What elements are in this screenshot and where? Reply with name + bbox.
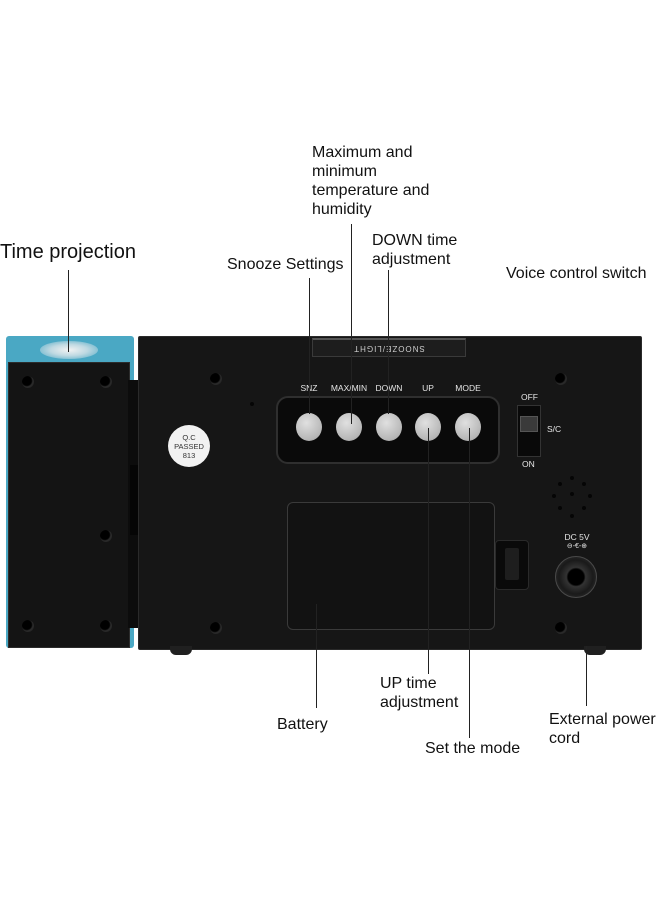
callout-battery: Battery	[277, 716, 328, 733]
callout-snooze-settings: Snooze Settings	[227, 256, 344, 273]
leader-snooze	[309, 278, 310, 414]
down-button[interactable]	[376, 413, 402, 441]
switch-off-label: OFF	[521, 392, 538, 402]
leader-time-projection	[68, 270, 69, 352]
callout-line: adjustment	[380, 694, 459, 711]
qc-passed-sticker: Q.C PASSED 813	[168, 425, 210, 467]
snz-button[interactable]	[296, 413, 322, 441]
leader-max-min	[351, 224, 352, 424]
speaker-hole	[552, 494, 556, 498]
battery-latch-tab[interactable]	[505, 548, 519, 580]
projector-hinge-joint	[130, 465, 140, 535]
up-button-label: UP	[422, 383, 434, 393]
speaker-hole	[588, 494, 592, 498]
leader-up	[428, 428, 429, 674]
qc-line: Q.C	[182, 432, 196, 442]
leader-power	[586, 646, 587, 706]
dc-5v-label: DC 5V ⊖-€-⊕	[556, 532, 598, 552]
speaker-hole	[558, 506, 562, 510]
projector-screw	[22, 376, 34, 388]
battery-compartment-door[interactable]	[287, 502, 495, 630]
callout-max-min: Maximum and minimum temperature and humi…	[312, 143, 429, 219]
projector-screw	[100, 620, 112, 632]
callout-line: Maximum and	[312, 144, 413, 161]
housing-pinhole	[250, 402, 254, 406]
speaker-hole	[570, 476, 574, 480]
voice-control-switch[interactable]	[520, 416, 538, 432]
projection-lens	[40, 341, 98, 359]
speaker-hole	[582, 482, 586, 486]
callout-time-projection: Time projection	[0, 241, 136, 263]
speaker-hole	[558, 482, 562, 486]
qc-line: 813	[182, 450, 196, 460]
speaker-hole	[570, 514, 574, 518]
projector-screw	[100, 376, 112, 388]
switch-sc-label: S/C	[547, 424, 562, 434]
dc-polarity-symbol: ⊖-€-⊕	[566, 543, 588, 550]
callout-line: External power	[549, 711, 656, 728]
projector-back-panel	[8, 362, 130, 648]
dc-power-jack[interactable]	[555, 556, 597, 598]
callout-set-mode: Set the mode	[425, 740, 521, 757]
callout-line: humidity	[312, 201, 372, 218]
switch-on-label: ON	[522, 459, 535, 469]
callout-line: DOWN time	[372, 232, 458, 249]
rubber-foot	[584, 646, 606, 655]
mode-button[interactable]	[455, 413, 481, 441]
callout-up-time: UP time adjustment	[380, 674, 458, 712]
callout-line: adjustment	[372, 251, 451, 268]
callout-line: minimum	[312, 163, 377, 180]
projector-screw	[22, 620, 34, 632]
housing-screw	[210, 622, 222, 634]
callout-external-power: External power cord	[549, 710, 656, 748]
callout-line: temperature and	[312, 182, 430, 199]
speaker-hole	[582, 506, 586, 510]
max-min-button-label: MAX/MIN	[330, 383, 368, 393]
housing-screw	[210, 373, 222, 385]
housing-screw	[555, 373, 567, 385]
leader-down	[388, 270, 389, 414]
max-min-button[interactable]	[336, 413, 362, 441]
mode-button-label: MODE	[455, 383, 481, 393]
projector-screw	[100, 530, 112, 542]
callout-line: cord	[549, 730, 581, 747]
leader-mode	[469, 428, 470, 738]
housing-screw	[555, 622, 567, 634]
dc-rating: DC 5V	[564, 532, 590, 542]
callout-voice-control: Voice control switch	[506, 265, 647, 282]
leader-battery	[316, 604, 317, 708]
qc-line: PASSED	[174, 441, 204, 451]
rubber-foot	[170, 646, 192, 655]
speaker-hole	[570, 492, 574, 496]
snooze-light-button[interactable]: SNOOZE/LIGHT	[312, 338, 466, 357]
callout-down-time: DOWN time adjustment	[372, 231, 457, 269]
callout-line: UP time	[380, 675, 437, 692]
